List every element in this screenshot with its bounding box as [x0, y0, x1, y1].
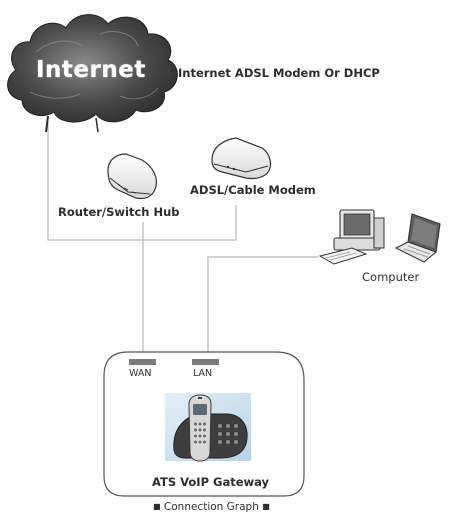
computer-label: Computer — [362, 270, 420, 284]
laptop-computer-icon — [394, 213, 441, 263]
lan-port-label: LAN — [193, 368, 213, 379]
modem-label: ADSL/Cable Modem — [190, 183, 316, 197]
gateway-name: ATS VoIP Gateway — [152, 475, 270, 489]
caption-suffix-mark: ■ — [262, 502, 270, 511]
lan-line — [207, 256, 318, 360]
connection-lines — [47, 122, 318, 360]
desktop-computer-icon — [318, 209, 385, 265]
internet-description: Internet ADSL Modem Or DHCP — [178, 66, 380, 80]
voip-phone-picture — [165, 393, 251, 462]
lan-port — [192, 359, 219, 365]
wan-port-label: WAN — [129, 368, 152, 379]
wan-port — [129, 359, 156, 365]
caption-text: Connection Graph — [163, 501, 259, 513]
router-label: Router/Switch Hub — [58, 205, 180, 219]
router-icon — [107, 153, 157, 200]
caption-prefix-mark: ■ — [153, 502, 161, 511]
internet-drop-line — [47, 122, 237, 241]
internet-cloud-label: Internet — [36, 57, 146, 83]
diagram-caption: ■ Connection Graph ■ — [153, 501, 270, 513]
modem-icon — [211, 137, 272, 180]
internet-cloud-icon — [7, 14, 178, 133]
